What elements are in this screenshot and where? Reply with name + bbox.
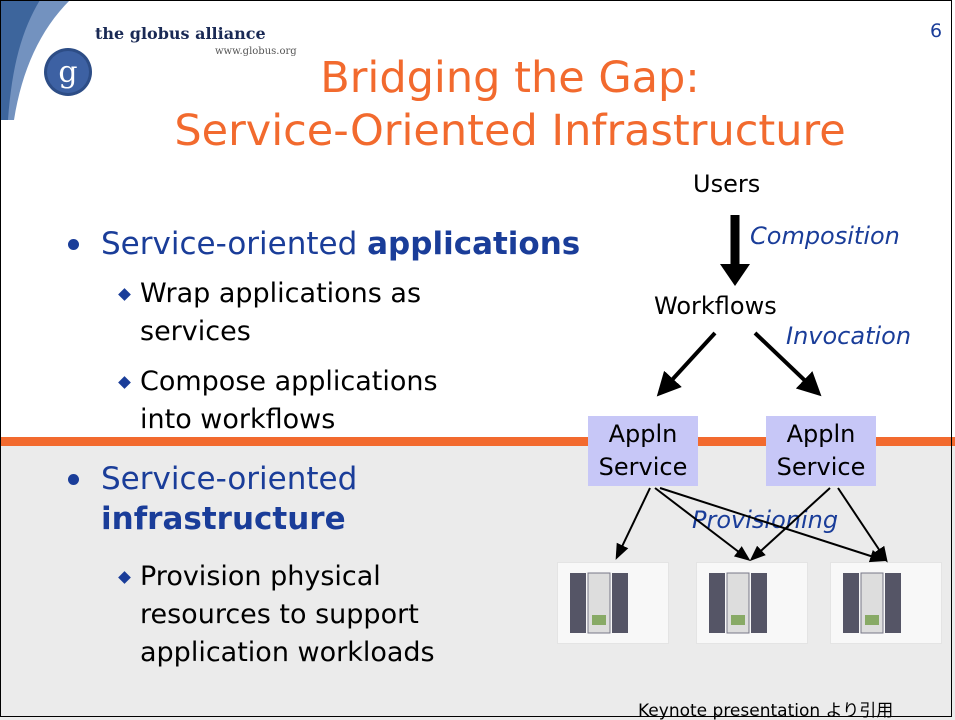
logo-name: the globus alliance (95, 24, 266, 43)
subbullet-compose-applications: Compose applications into workflows (140, 363, 438, 439)
globus-logo: g (0, 0, 92, 120)
bullet-dot (68, 474, 79, 485)
bullet-bold-text: infrastructure (101, 501, 346, 537)
bullet-service-applications: Service-oriented applications (101, 224, 580, 264)
logo-url: www.globus.org (215, 46, 297, 57)
server-rack-icon (557, 562, 669, 644)
diagram-composition-label: Composition (750, 222, 900, 250)
bullet-text: Service-oriented (101, 226, 368, 262)
server-rack-icon (830, 562, 942, 644)
footer-credit: Keynote presentation より引用 (638, 701, 894, 720)
appln-service-box-left: Appln Service (588, 416, 698, 486)
subbullet-line: Provision physical (140, 561, 381, 592)
diagram-users-label: Users (693, 170, 761, 198)
server-rack-icon (696, 562, 808, 644)
subbullet-provision-resources: Provision physical resources to support … (140, 558, 435, 672)
orange-divider (0, 437, 955, 446)
diagram-workflows-label: Workflows (654, 292, 777, 320)
subbullet-line: services (140, 316, 251, 347)
subbullet-wrap-applications: Wrap applications as services (140, 275, 421, 351)
service-box-line: Appln (786, 420, 856, 448)
subbullet-line: Wrap applications as (140, 278, 422, 309)
appln-service-box-right: Appln Service (766, 416, 876, 486)
slide-number: 6 (930, 20, 943, 42)
subbullet-line: into workflows (140, 404, 336, 435)
title-line-2: Service-Oriented Infrastructure (174, 106, 846, 156)
title-line-1: Bridging the Gap: (320, 53, 700, 103)
subbullet-line: Compose applications (140, 366, 438, 397)
bullet-service-infrastructure: Service-oriented infrastructure (101, 459, 357, 539)
service-box-line: Appln (608, 420, 678, 448)
subbullet-line: application workloads (140, 637, 435, 668)
bullet-text: Service-oriented (101, 461, 358, 497)
subbullet-line: resources to support (140, 599, 419, 630)
logo-letter: g (58, 55, 77, 90)
slide-title: Bridging the Gap: Service-Oriented Infra… (130, 52, 890, 158)
service-box-line: Service (598, 453, 688, 481)
bullet-bold-text: applications (367, 226, 581, 262)
bullet-dot (68, 239, 79, 250)
service-box-line: Service (776, 453, 866, 481)
